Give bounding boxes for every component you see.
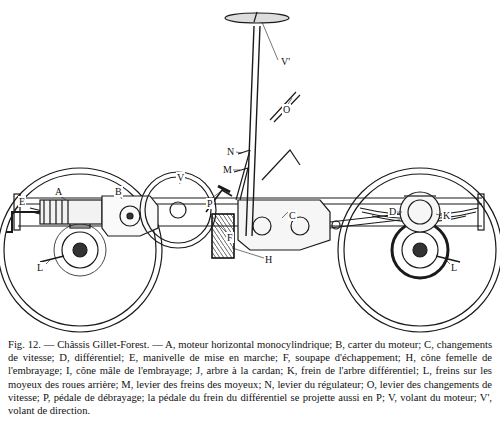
callout-letter: E [18, 196, 26, 207]
front-wheel [338, 168, 500, 332]
callout-letter: O [282, 104, 291, 115]
callout-letter: M [222, 164, 233, 175]
callout-letter: F [226, 232, 234, 243]
callout-letter: C [288, 210, 297, 221]
hub-brake [40, 256, 460, 262]
callout-letter: V [176, 172, 185, 183]
pedal [206, 186, 232, 212]
rear-wheel [0, 168, 162, 332]
callout-letter: L [36, 262, 44, 273]
steering [225, 12, 289, 236]
callout-letter: L [450, 262, 458, 273]
levers [234, 92, 300, 200]
callout-letter: K [442, 210, 451, 221]
callout-letter: V' [280, 56, 291, 67]
starting-crank [6, 212, 40, 232]
figure-caption: Fig. 12. — Châssis Gillet-Forest. — A, m… [8, 338, 492, 417]
chassis-illustration [0, 0, 500, 336]
callout-letter: P [206, 198, 214, 209]
callout-letter: H [264, 254, 273, 265]
callout-letter: D [388, 206, 397, 217]
leader-lines [14, 22, 450, 264]
clutch-cone [212, 214, 234, 258]
callout-letter: B [114, 186, 123, 197]
callout-letter: A [54, 186, 63, 197]
differential [400, 192, 440, 232]
flywheel [140, 172, 216, 248]
callout-letter: N [226, 146, 235, 157]
